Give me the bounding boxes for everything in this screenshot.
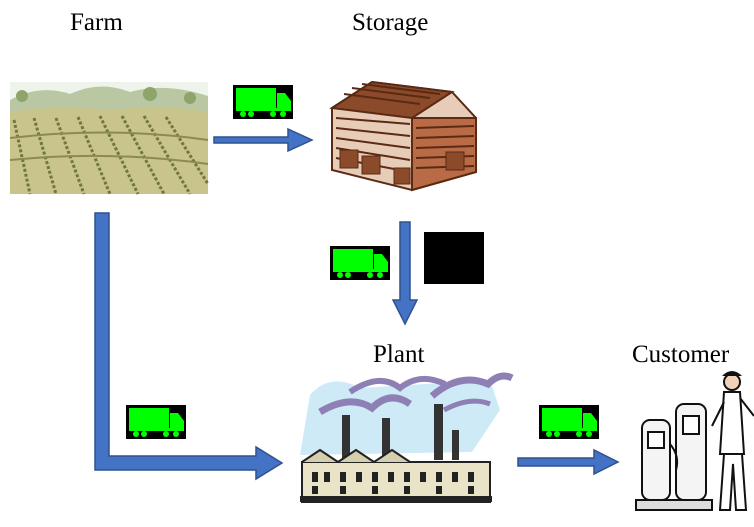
- plant-factory-icon: [300, 372, 514, 503]
- storage-label: Storage: [352, 9, 428, 36]
- farm-field-icon: [9, 82, 210, 195]
- truck-icon: [126, 405, 186, 439]
- blocked-square: [424, 232, 484, 284]
- farm-to-plant-arrow: [94, 212, 284, 481]
- truck-icon: [233, 85, 293, 119]
- farm-label: Farm: [70, 9, 123, 36]
- storage-to-plant-arrow: [391, 221, 419, 326]
- customer-label: Customer: [632, 341, 730, 368]
- plant-to-customer-arrow: [517, 448, 620, 476]
- customer-fuel-pump-icon: [635, 371, 754, 511]
- farm-to-storage-arrow: [213, 127, 314, 153]
- truck-icon: [330, 246, 390, 280]
- storage-barn-icon: [329, 80, 477, 192]
- truck-icon: [539, 405, 599, 439]
- plant-label: Plant: [373, 341, 424, 368]
